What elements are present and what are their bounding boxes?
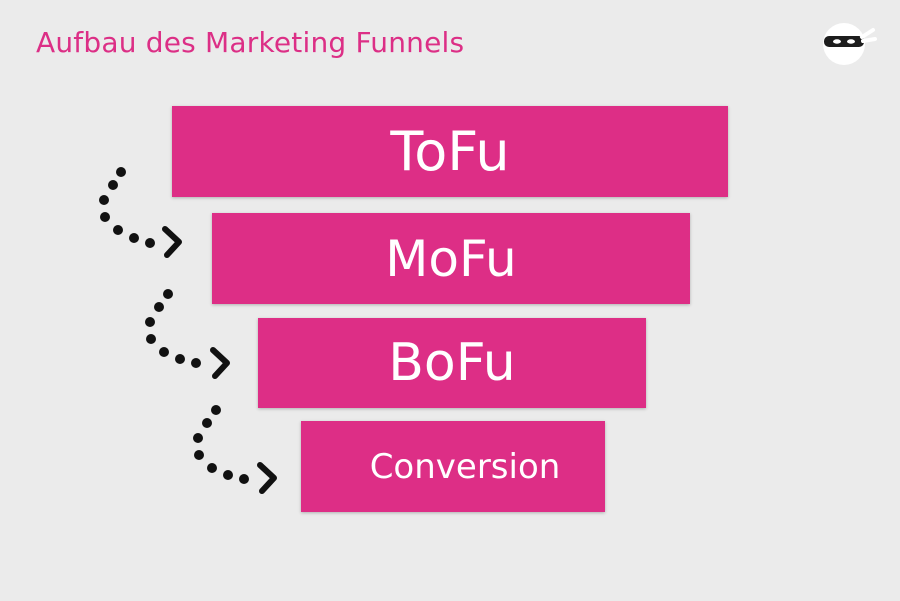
dotted-curved-arrow-icon (193, 405, 277, 494)
funnel-stage-label: MoFu (385, 229, 517, 288)
dotted-curved-arrow-icon (99, 167, 182, 258)
diagram-title: Aufbau des Marketing Funnels (36, 26, 465, 59)
dotted-curved-arrow-icon (145, 289, 230, 379)
funnel-stage-mofu: MoFu (212, 213, 690, 304)
funnel-stage-bofu: BoFu (258, 318, 646, 408)
funnel-stage-label: BoFu (388, 333, 516, 393)
ninja-logo-icon (818, 20, 882, 68)
funnel-stage-conversion: Conversion (301, 421, 605, 512)
funnel-stage-tofu: ToFu (172, 106, 728, 197)
funnel-stage-label: ToFu (390, 120, 510, 183)
funnel-stage-label: Conversion (369, 446, 561, 487)
